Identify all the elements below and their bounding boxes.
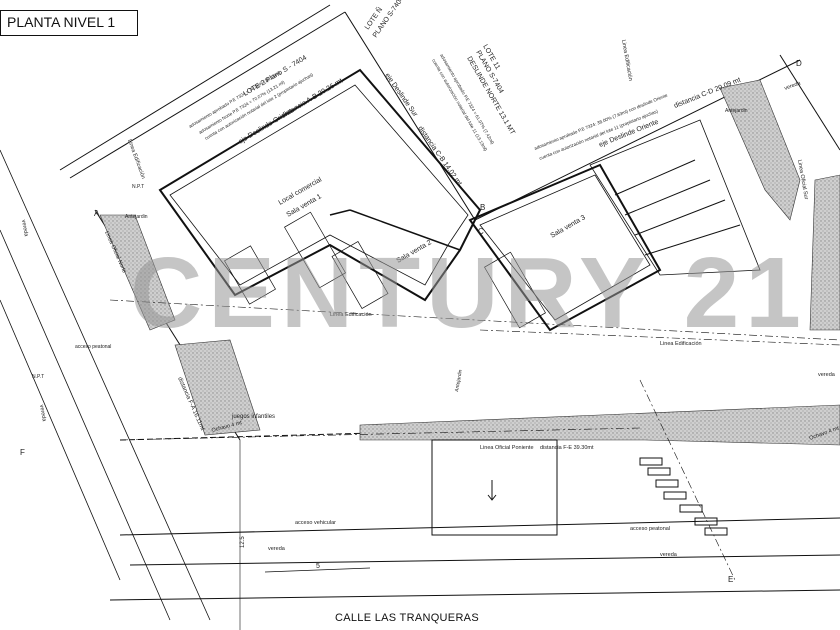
adosamiento-oriente2: cuenta con autorización notarial del lot… xyxy=(539,108,660,161)
vereda-3: vereda xyxy=(20,219,29,238)
eje-sur: eje Deslinde Sur xyxy=(383,72,419,119)
scale-number: 5 xyxy=(316,563,320,570)
acceso-peatonal-2: acceso peatonal xyxy=(630,526,670,532)
linea-edif-2: Linea Edificación xyxy=(660,341,702,347)
street-name: CALLE LAS TRANQUERAS xyxy=(335,612,479,624)
antejardin-1: Antejardin xyxy=(125,214,148,220)
point-d: D xyxy=(796,59,802,68)
vereda-1: vereda xyxy=(268,546,286,552)
vereda-2: vereda xyxy=(660,552,678,558)
antejardin-2: Antejardin xyxy=(454,369,464,392)
vereda-6: vereda xyxy=(818,372,836,378)
dist-fe: distancia F-E 39.30mt xyxy=(540,445,594,451)
acceso-peatonal-1: acceso peatonal xyxy=(75,344,111,350)
vereda-5: vereda xyxy=(784,80,803,92)
street-edges xyxy=(109,517,840,601)
dim-125: 12.5 xyxy=(240,536,246,548)
plan-title: PLANTA NIVEL 1 xyxy=(0,10,138,36)
point-a: A xyxy=(94,209,100,218)
stepping-stones xyxy=(639,457,728,536)
construction-lines xyxy=(109,299,840,581)
vehicle-access xyxy=(239,439,558,630)
left-sidewalk xyxy=(0,149,211,621)
acceso-vehicular: acceso vehicular xyxy=(295,520,336,526)
room-juegos: juegos infantiles xyxy=(231,414,275,420)
linea-edif-3: Linea Edificación xyxy=(620,39,633,81)
stairs xyxy=(224,211,546,329)
antejardin-3: Antejardin xyxy=(725,108,748,114)
watermark: CENTURY 21 xyxy=(130,237,807,349)
point-f: F xyxy=(20,448,25,457)
dist-cb: distancia C-B 14.02 mt xyxy=(416,125,462,187)
point-b: B xyxy=(480,203,485,212)
building-block xyxy=(158,68,761,332)
point-c: C xyxy=(478,227,484,236)
linea-edif-4: Linea Edificación xyxy=(126,139,146,180)
npt-label-1: N.P.T xyxy=(32,374,44,380)
point-e: E xyxy=(728,575,733,584)
landscape-areas xyxy=(99,79,840,446)
linea-edif-1: Linea Edificación xyxy=(330,312,372,318)
vereda-4: vereda xyxy=(38,404,47,423)
linea-oficial-poniente: Linea Oficial Poniente xyxy=(480,445,534,451)
npt-label-2: N.P.T xyxy=(132,184,144,190)
